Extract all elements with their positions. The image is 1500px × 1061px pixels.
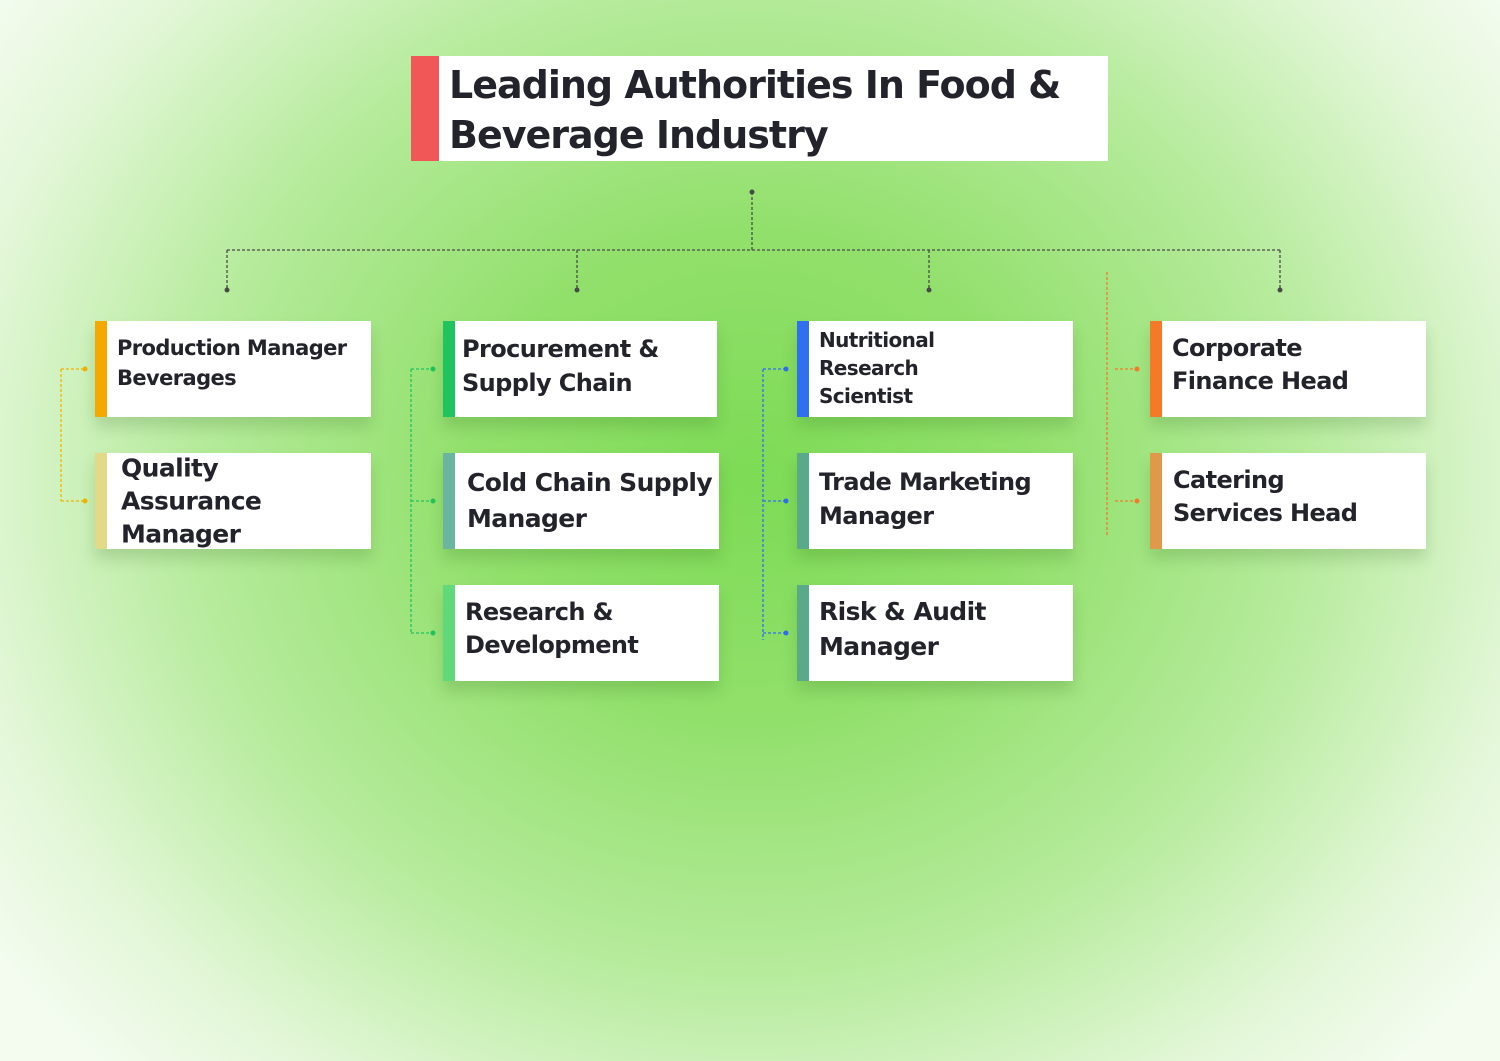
node-label: Production Manager Beverages (117, 336, 347, 390)
node-label: Procurement & Supply Chain (462, 335, 659, 397)
page-title: Leading Authorities In Food & Beverage I… (449, 63, 1061, 157)
node-accent-bar (95, 321, 107, 417)
node-catering-services: Catering Services Head (1150, 453, 1426, 549)
node-cold-chain: Cold Chain Supply Manager (443, 453, 719, 549)
node-quality-assurance: Quality Assurance Manager (95, 453, 371, 549)
node-procurement: Procurement & Supply Chain (443, 321, 717, 417)
node-label: Research & Development (465, 598, 639, 659)
node-production-manager: Production Manager Beverages (95, 321, 371, 417)
node-corporate-finance: Corporate Finance Head (1150, 321, 1426, 417)
node-accent-bar (1150, 453, 1162, 549)
title-accent-bar (411, 56, 439, 161)
node-label: Catering Services Head (1173, 466, 1358, 527)
node-accent-bar (443, 321, 455, 417)
chart-title-box: Leading Authorities In Food & Beverage I… (411, 56, 1108, 161)
node-risk-audit: Risk & Audit Manager (797, 585, 1073, 681)
node-label: Quality Assurance Manager (121, 453, 262, 549)
node-label: Corporate Finance Head (1172, 334, 1349, 395)
node-label: Risk & Audit Manager (819, 597, 987, 661)
node-accent-bar (443, 453, 455, 549)
node-accent-bar (95, 453, 107, 549)
node-accent-bar (1150, 321, 1162, 417)
node-accent-bar (797, 321, 809, 417)
node-label: Trade Marketing Manager (819, 468, 1032, 530)
node-accent-bar (797, 453, 809, 549)
node-accent-bar (797, 585, 809, 681)
node-trade-marketing: Trade Marketing Manager (797, 453, 1073, 549)
node-research-development: Research & Development (443, 585, 719, 681)
node-label: Nutritional Research Scientist (819, 328, 935, 408)
node-label: Cold Chain Supply Manager (467, 468, 713, 533)
node-nutritional-scientist: Nutritional Research Scientist (797, 321, 1073, 417)
node-accent-bar (443, 585, 455, 681)
